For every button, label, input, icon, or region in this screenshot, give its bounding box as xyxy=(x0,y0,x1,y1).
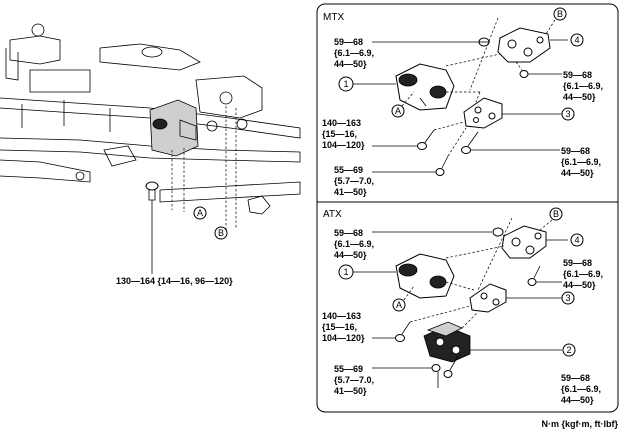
torque-label: B xyxy=(557,9,563,19)
torque-label: {6.1—6.9, xyxy=(563,81,603,91)
torque-label: {5.7—7.0, xyxy=(334,375,374,385)
mtx-section: MTX 59—68 {6.1—6.9, 44—50} 4 B 59—68 xyxy=(322,7,603,197)
torque-label: 44—50} xyxy=(561,168,594,178)
left-callout-a: A xyxy=(193,206,207,220)
torque-label: 4 xyxy=(574,235,579,245)
torque-label: 1 xyxy=(343,267,348,277)
torque-label: {5.7—7.0, xyxy=(334,176,374,186)
engine-mount-2 xyxy=(423,321,471,363)
torque-label: 41—50} xyxy=(334,187,367,197)
mount-bracket-3 xyxy=(469,283,507,313)
bolt-icon xyxy=(145,181,159,201)
torque-label: 59—68 xyxy=(563,258,592,268)
mtx-label: MTX xyxy=(323,12,344,23)
bolt-icon xyxy=(519,70,562,78)
torque-label: 59—68 xyxy=(334,228,363,238)
engine-mount-1 xyxy=(395,253,455,299)
left-torque-label: 130—164 {14—16, 96—120} xyxy=(116,276,233,286)
torque-label: A xyxy=(395,106,401,116)
bolt-icon xyxy=(527,265,541,286)
bolt-icon xyxy=(417,129,435,150)
torque-label: 3 xyxy=(565,293,570,303)
atx-label: ATX xyxy=(323,209,342,220)
torque-label: 44—50} xyxy=(334,250,367,260)
bolt-icon xyxy=(435,155,449,176)
torque-label: {6.1—6.9, xyxy=(561,157,601,167)
torque-label: A xyxy=(396,300,402,310)
bolt-icon xyxy=(443,355,459,378)
torque-label: 140—163 xyxy=(322,311,361,321)
torque-label: {6.1—6.9, xyxy=(563,269,603,279)
bolt-icon xyxy=(395,321,411,342)
torque-label: B xyxy=(553,209,559,219)
torque-label: 3 xyxy=(565,109,570,119)
torque-label: {6.1—6.9, xyxy=(561,384,601,394)
bolt-icon xyxy=(492,227,504,237)
torque-label: {6.1—6.9, xyxy=(334,239,374,249)
torque-label: A xyxy=(197,208,203,218)
torque-label: 59—68 xyxy=(561,373,590,383)
vehicle-subframe-illustration xyxy=(0,23,301,274)
torque-label: B xyxy=(218,228,224,238)
bolt-icon xyxy=(431,364,441,388)
torque-label: 4 xyxy=(574,35,579,45)
torque-label: 44—50} xyxy=(334,59,367,69)
torque-label: 44—50} xyxy=(561,395,594,405)
mount-bracket-4 xyxy=(501,225,547,259)
torque-label: {15—16, xyxy=(322,322,357,332)
mount-bracket-3 xyxy=(463,97,503,129)
torque-label: 1 xyxy=(343,79,348,89)
torque-label: 44—50} xyxy=(563,280,596,290)
torque-label: 140—163 xyxy=(322,118,361,128)
detail-box xyxy=(316,3,619,413)
torque-label: 59—68 xyxy=(334,37,363,47)
torque-label: {15—16, xyxy=(322,129,357,139)
torque-label: 41—50} xyxy=(334,386,367,396)
torque-label: {6.1—6.9, xyxy=(334,48,374,58)
engine-mount-1 xyxy=(395,63,455,111)
torque-label: 55—69 xyxy=(334,364,363,374)
torque-label: 55—69 xyxy=(334,165,363,175)
bolt-icon xyxy=(478,37,490,47)
torque-label: 59—68 xyxy=(561,146,590,156)
torque-label: 104—120} xyxy=(322,140,365,150)
torque-label: 104—120} xyxy=(322,333,365,343)
torque-label: 59—68 xyxy=(563,70,592,80)
atx-section: ATX B 59—68 {6.1—6.9, 44—50} 4 59—68 {6.… xyxy=(322,207,603,405)
units-note: N·m {kgf·m, ft·lbf} xyxy=(542,419,619,429)
mount-bracket-4 xyxy=(497,27,551,63)
torque-label: 44—50} xyxy=(563,92,596,102)
bolt-icon xyxy=(461,131,479,154)
torque-label: 2 xyxy=(566,345,571,355)
left-callout-b: B xyxy=(214,226,228,240)
